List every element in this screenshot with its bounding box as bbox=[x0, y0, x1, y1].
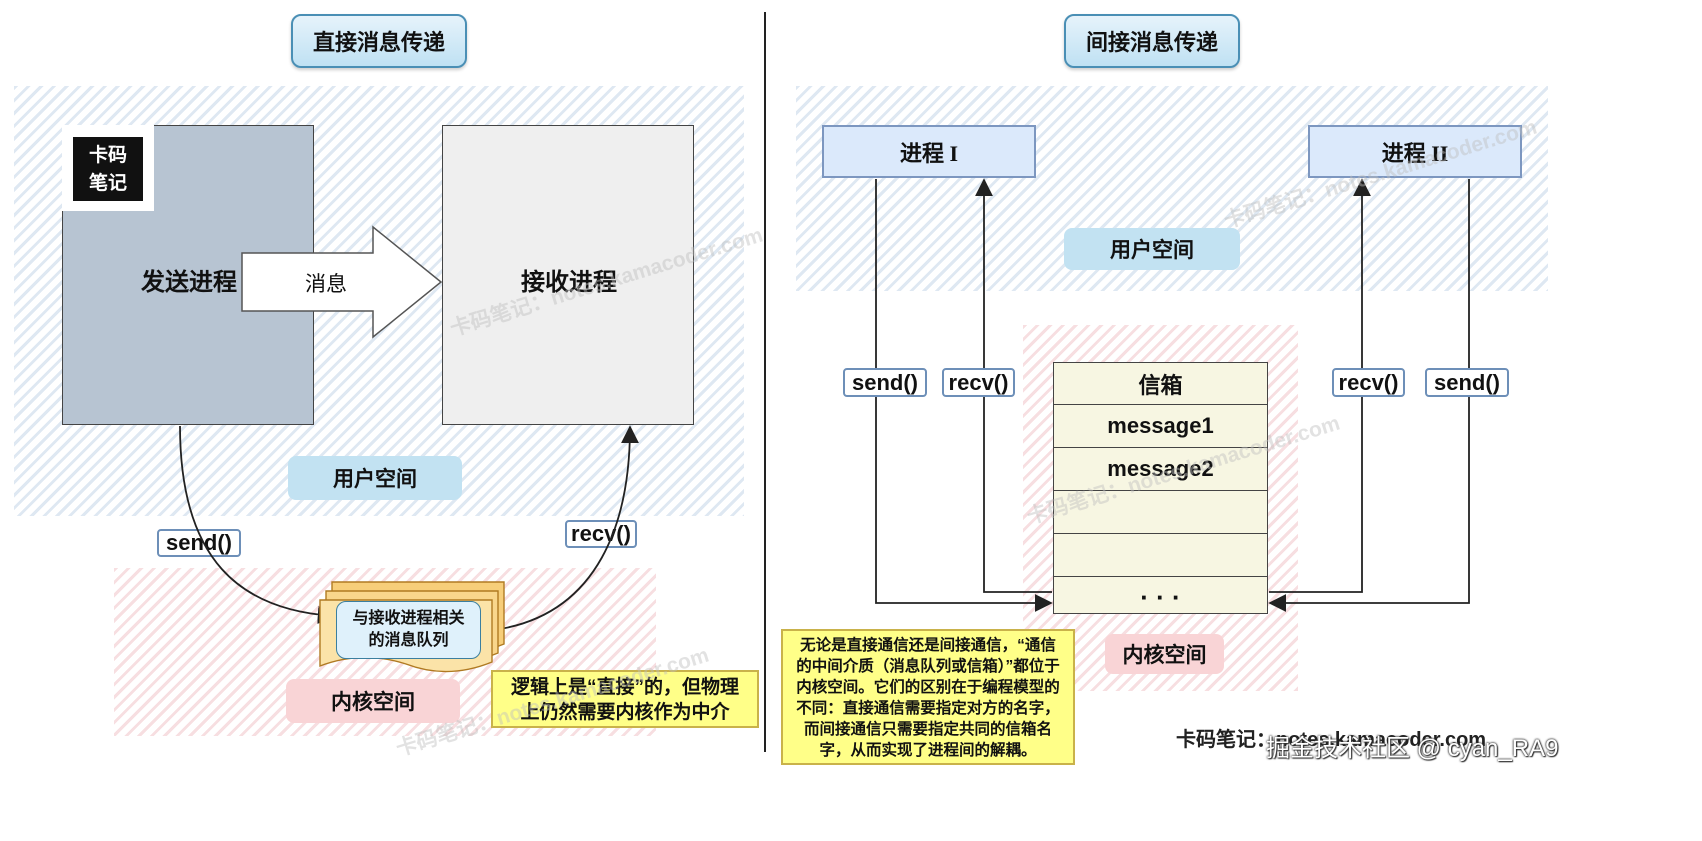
right-note-line: 无论是直接通信还是间接通信，“通信 bbox=[800, 637, 1056, 654]
left-note-line2: 上仍然需要内核作为中介 bbox=[520, 702, 730, 723]
mailbox-row: · · · bbox=[1054, 576, 1267, 617]
p1-send-line bbox=[875, 179, 1053, 612]
queue-line1: 与接收进程相关 bbox=[352, 610, 465, 627]
mailbox: 信箱 message1 message2 · · · bbox=[1053, 362, 1268, 614]
logo: 卡码 笔记 bbox=[62, 125, 154, 211]
mailbox-row bbox=[1054, 533, 1267, 576]
right-note-line: 不同：直接通信需要指定对方的名字， bbox=[796, 700, 1060, 717]
right-title: 间接消息传递 bbox=[1064, 14, 1240, 68]
recv-curve bbox=[493, 425, 639, 631]
message-label: 消息 bbox=[305, 273, 347, 296]
mailbox-row: message2 bbox=[1054, 447, 1267, 490]
footer-watermark: 卡码笔记：notes.kamacoder.com bbox=[1176, 729, 1487, 751]
receiver-process-box: 接收进程 bbox=[442, 125, 694, 425]
right-send-left-label: send() bbox=[843, 368, 927, 397]
message-arrow bbox=[241, 225, 443, 339]
left-note: 逻辑上是“直接”的，但物理 上仍然需要内核作为中介 bbox=[491, 670, 759, 728]
right-user-space-pill: 用户空间 bbox=[1064, 228, 1240, 270]
p2-recv-line bbox=[1269, 178, 1371, 593]
right-note-line: 的中间介质（消息队列或信箱）”都位于 bbox=[796, 658, 1060, 675]
logo-line2: 笔记 bbox=[88, 172, 127, 194]
p1-recv-line bbox=[975, 178, 1052, 593]
sender-label: 发送进程 bbox=[141, 269, 237, 296]
mailbox-header: 信箱 bbox=[1138, 372, 1183, 398]
right-note-line: 字，从而实现了进程间的解耦。 bbox=[819, 742, 1037, 759]
mailbox-row: message1 bbox=[1054, 404, 1267, 447]
right-note-line: 而间接通信只需要指定共同的信箱名 bbox=[803, 721, 1052, 738]
process2-box: 进程 II bbox=[1308, 125, 1522, 178]
left-note-line1: 逻辑上是“直接”的，但物理 bbox=[510, 677, 739, 698]
queue-line2: 的消息队列 bbox=[368, 632, 449, 649]
left-title: 直接消息传递 bbox=[291, 14, 467, 68]
right-send-right-label: send() bbox=[1425, 368, 1509, 397]
process1-box: 进程 I bbox=[822, 125, 1036, 178]
receiver-label: 接收进程 bbox=[521, 269, 617, 296]
right-recv-left-label: recv() bbox=[942, 368, 1015, 397]
footer-overlay-watermark: 掘金技术社区 @ cyan_RA9 bbox=[1266, 735, 1559, 762]
logo-badge: 卡码 笔记 bbox=[73, 137, 143, 201]
right-kernel-space-pill: 内核空间 bbox=[1105, 634, 1224, 674]
right-note: 无论是直接通信还是间接通信，“通信 的中间介质（消息队列或信箱）”都位于 内核空… bbox=[781, 629, 1075, 765]
left-recv-label: recv() bbox=[565, 520, 637, 548]
right-note-line: 内核空间。它们的区别在于编程模型的 bbox=[796, 679, 1060, 696]
right-recv-right-label: recv() bbox=[1332, 368, 1405, 397]
message-queue-box: 与接收进程相关 的消息队列 bbox=[336, 601, 481, 659]
logo-line1: 卡码 bbox=[88, 144, 127, 166]
left-kernel-space-pill: 内核空间 bbox=[286, 679, 460, 723]
mailbox-row bbox=[1054, 490, 1267, 533]
p2-send-line bbox=[1268, 179, 1470, 612]
left-user-space-pill: 用户空间 bbox=[288, 456, 462, 500]
send-curve bbox=[179, 425, 336, 624]
